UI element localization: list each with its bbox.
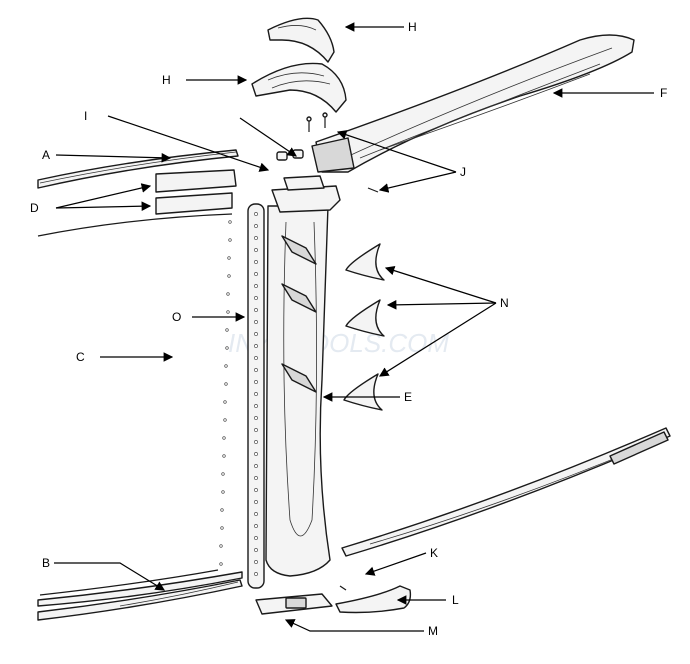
stabilizer-rails-d — [155, 169, 237, 215]
label-k: K — [430, 546, 438, 560]
wall-connector-strip-o — [247, 203, 265, 589]
label-m: M — [428, 624, 438, 638]
label-o: O — [172, 310, 181, 324]
screws-j — [306, 112, 379, 193]
label-b: B — [42, 556, 50, 570]
upright-e — [265, 175, 341, 577]
label-a: A — [42, 148, 50, 162]
label-h-lower: H — [162, 73, 171, 87]
buttress-clips-n — [343, 243, 385, 411]
leader-lines — [54, 22, 654, 632]
wall-end-holes — [219, 220, 232, 566]
label-h-upper: H — [408, 20, 417, 34]
label-i: I — [84, 109, 87, 123]
base-plate-m — [255, 593, 333, 615]
label-c: C — [76, 350, 85, 364]
bottom-cap-l — [335, 585, 412, 614]
label-f: F — [660, 86, 667, 100]
label-l: L — [452, 593, 459, 607]
top-rail-a — [37, 149, 239, 189]
label-n: N — [500, 296, 509, 310]
watermark-text: INYOPOOLS.COM — [228, 328, 449, 358]
pool-wall-panel — [37, 213, 233, 596]
label-e: E — [404, 390, 412, 404]
bottom-rail-b — [37, 571, 243, 621]
label-j: J — [460, 165, 466, 179]
top-cap-h-upper — [267, 17, 335, 63]
bottom-track-k — [341, 427, 671, 557]
top-cap-h-lower — [251, 62, 347, 113]
top-ledge-f — [311, 34, 635, 173]
label-d: D — [30, 201, 39, 215]
